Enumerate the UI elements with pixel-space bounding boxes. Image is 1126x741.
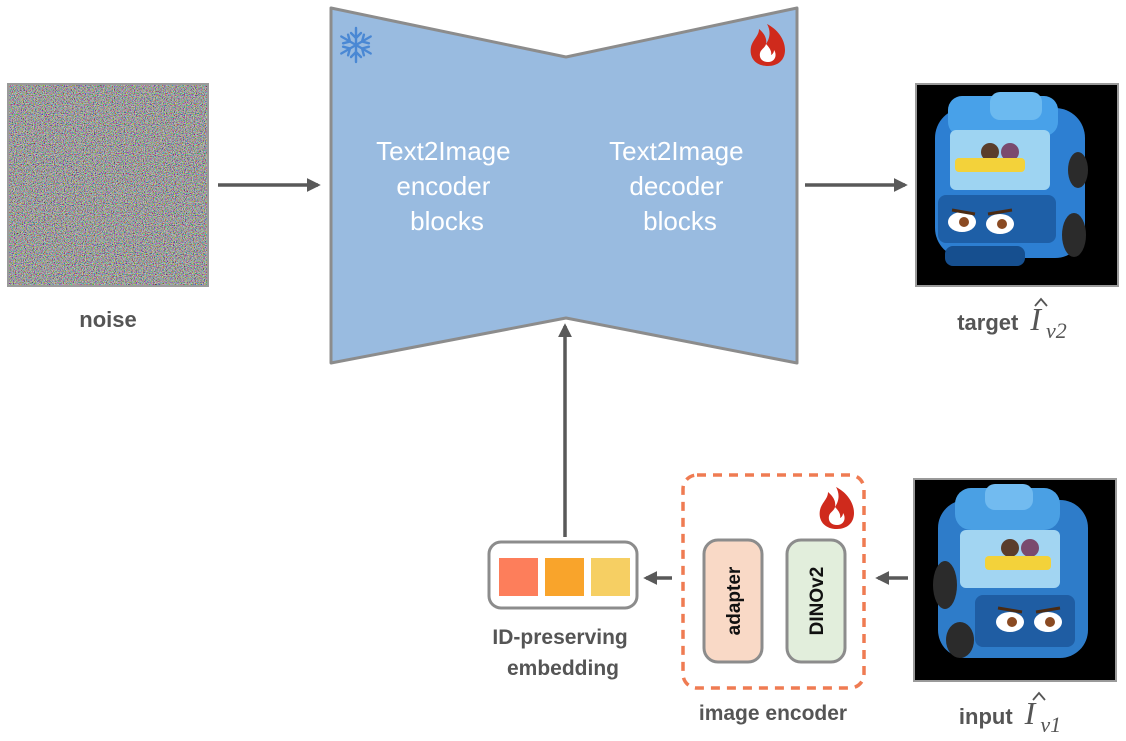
embedding-label-line-1: ID-preserving xyxy=(492,626,627,649)
target-label-subscript: v2 xyxy=(1046,318,1067,343)
input-label-prefix: input xyxy=(959,704,1013,729)
embedding-label-line-2: embedding xyxy=(507,657,619,680)
target-label: target I v2 xyxy=(957,301,1067,343)
encoder-line-1: Text2Image xyxy=(376,136,510,166)
target-hat xyxy=(1034,297,1048,307)
image-encoder-flame-icon xyxy=(819,487,854,529)
input-label: input I v1 xyxy=(959,695,1061,737)
snowflake-icon xyxy=(340,26,372,64)
target-label-symbol: I xyxy=(1029,301,1042,337)
decoder-line-2: decoder xyxy=(629,171,723,201)
embedding-label: ID-preserving embedding xyxy=(492,626,633,680)
input-bus-illustration xyxy=(933,484,1088,658)
input-label-subscript: v1 xyxy=(1040,712,1061,737)
encoder-line-3: blocks xyxy=(410,206,484,236)
target-bus-illustration xyxy=(935,92,1088,266)
encoder-line-2: encoder xyxy=(396,171,490,201)
target-label-prefix: target xyxy=(957,310,1019,335)
adapter-label: adapter xyxy=(724,566,745,635)
image-encoder-label: image encoder xyxy=(699,702,847,725)
input-image xyxy=(913,478,1117,682)
dinov2-label: DINOv2 xyxy=(807,567,828,636)
embedding-cell-3 xyxy=(591,558,630,596)
decoder-line-1: Text2Image xyxy=(609,136,743,166)
target-image xyxy=(915,83,1119,287)
decoder-text: Text2Image decoder blocks xyxy=(609,136,751,236)
noise-label: noise xyxy=(79,307,136,332)
decoder-line-3: blocks xyxy=(643,206,717,236)
adapter-block xyxy=(702,538,764,664)
flame-icon xyxy=(750,24,785,66)
embedding-cell-1 xyxy=(499,558,538,596)
input-label-symbol: I xyxy=(1024,695,1037,731)
input-hat xyxy=(1032,691,1046,701)
unet-shape xyxy=(329,6,799,365)
dinov2-block xyxy=(785,538,847,664)
noise-image xyxy=(7,83,209,287)
embedding-cell-2 xyxy=(545,558,584,596)
encoder-text: Text2Image encoder blocks xyxy=(376,136,518,236)
